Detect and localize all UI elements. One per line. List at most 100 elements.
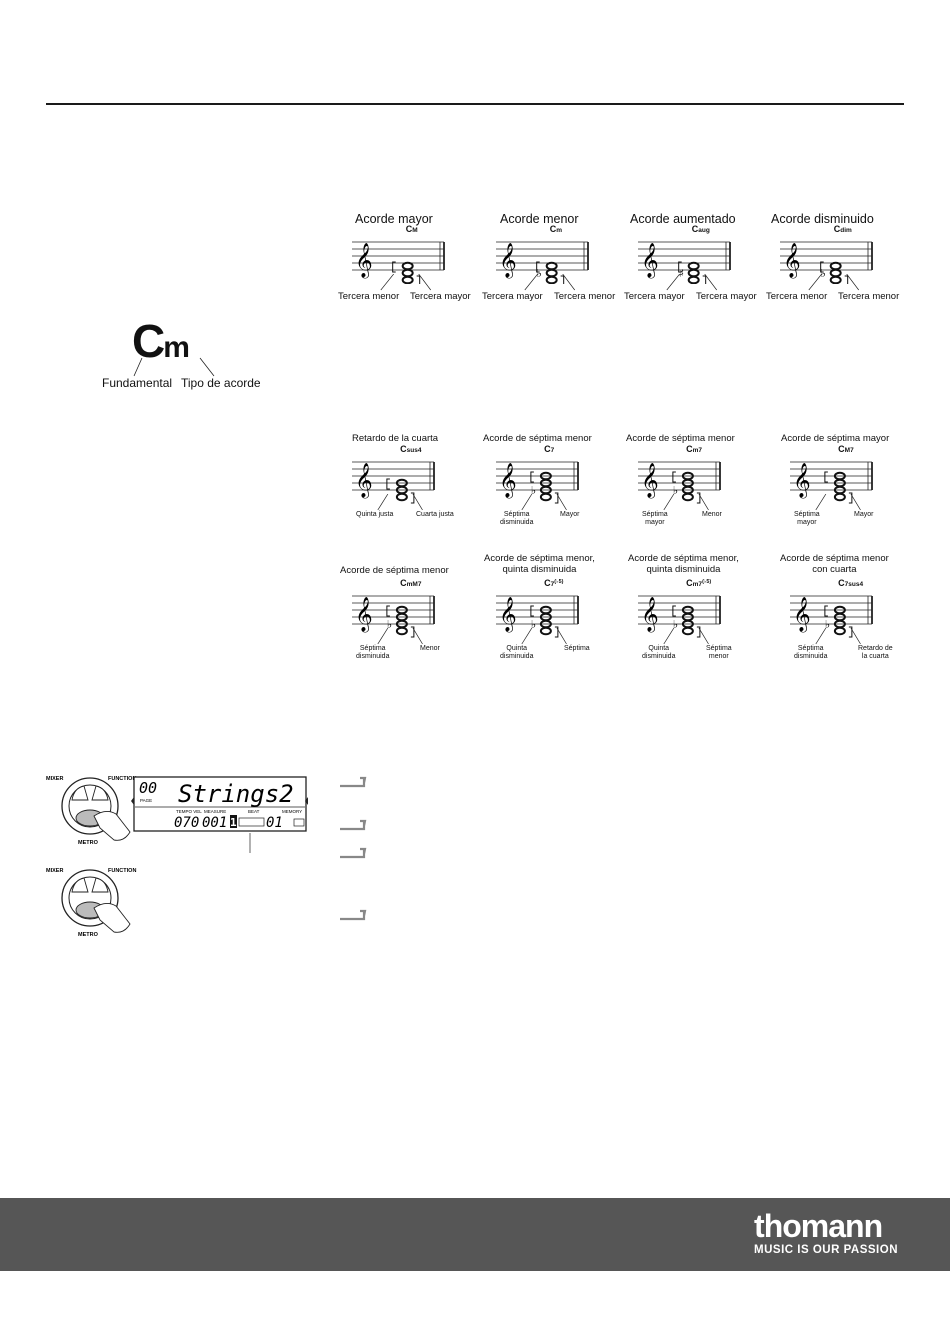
- svg-text:𝄞: 𝄞: [355, 243, 373, 279]
- lcd-measure-label: MEASURE: [204, 809, 226, 814]
- chord-symbol: C7(♭5): [544, 578, 564, 588]
- chord-type-label: Tipo de acorde: [181, 376, 261, 390]
- brand-name: thomann: [754, 1208, 883, 1244]
- thomann-logo: thomann MUSIC IS OUR PASSION: [754, 1210, 898, 1256]
- svg-text:♭: ♭: [821, 267, 826, 280]
- lcd-tempo-value: 070: [174, 815, 199, 831]
- function-label: FUNCTION: [108, 776, 136, 782]
- staff: 𝄞♭: [638, 461, 721, 504]
- metro-label-2: METRO: [78, 932, 99, 938]
- svg-text:𝄞: 𝄞: [499, 243, 517, 279]
- pointer-lines: [377, 628, 423, 645]
- chord-title: Acorde de séptima menor,quinta disminuid…: [628, 553, 739, 575]
- interval-label-left: Tercera mayor: [624, 291, 685, 302]
- svg-text:♭: ♭: [825, 618, 830, 631]
- interval-label-right: Tercera menor: [554, 291, 616, 302]
- chord-symbol: CmM7: [400, 578, 422, 588]
- svg-text:♭: ♭: [673, 484, 678, 497]
- pointer-lines: [380, 274, 431, 291]
- interval-label-right: Cuarta justa: [416, 511, 454, 518]
- interval-label-left: Tercera menor: [338, 291, 400, 302]
- chord-title: Retardo de la cuarta: [352, 433, 439, 444]
- svg-text:𝄞: 𝄞: [499, 597, 517, 633]
- step-arrow-icon: [340, 819, 367, 831]
- svg-text:♭: ♭: [537, 267, 542, 280]
- chord-symbol: Cm: [549, 224, 563, 234]
- interval-label-right: Tercera mayor: [696, 291, 757, 302]
- chord-symbol: Csus4: [400, 444, 422, 454]
- step-arrow-icon: [340, 909, 367, 921]
- svg-text:𝄞: 𝄞: [641, 597, 659, 633]
- staff: 𝄞: [790, 461, 873, 504]
- lcd-tempo-label: TEMPO VEL: [176, 809, 202, 814]
- chord-title: Acorde de séptima mayor: [781, 433, 890, 444]
- pointer-lines: [521, 628, 567, 645]
- lcd-tone-number: 00: [139, 779, 157, 797]
- mixer-label-2: MIXER: [46, 868, 63, 874]
- brand-slogan: MUSIC IS OUR PASSION: [754, 1244, 898, 1256]
- step-arrow-icon: [340, 847, 367, 859]
- chord-symbol: Cdim: [833, 224, 852, 234]
- interval-label-right: Mayor: [560, 511, 580, 518]
- svg-text:♭: ♭: [387, 618, 392, 631]
- svg-text:𝄞: 𝄞: [783, 243, 801, 279]
- chord-symbol: Cm7: [686, 444, 703, 454]
- footer-bar: thomann MUSIC IS OUR PASSION: [0, 1198, 950, 1271]
- pointer-lines: [377, 494, 423, 511]
- staff: 𝄞♭: [496, 241, 589, 284]
- chord-symbol: CM7: [838, 444, 854, 454]
- metro-label: METRO: [78, 840, 99, 846]
- cm-example: Cm: [132, 315, 190, 367]
- interval-label-right: Menor: [702, 511, 722, 518]
- dial-illustration-2: MIXER FUNCTION METRO: [46, 868, 136, 938]
- lcd-beat-value: 1: [230, 816, 237, 829]
- interval-label-left: Quinta justa: [356, 511, 394, 518]
- pointer-lines: [663, 494, 709, 511]
- interval-label-right: Menor: [420, 645, 440, 652]
- staff: 𝄞♯: [638, 241, 731, 284]
- chord-symbol: CM: [405, 224, 418, 234]
- svg-text:𝄞: 𝄞: [641, 463, 659, 499]
- svg-text:𝄞: 𝄞: [499, 463, 517, 499]
- svg-text:♭: ♭: [531, 484, 536, 497]
- svg-text:♯: ♯: [679, 267, 684, 280]
- pointer-lines: [524, 274, 575, 291]
- chord-title: Acorde disminuido: [771, 212, 874, 226]
- mixer-label: MIXER: [46, 776, 63, 782]
- lcd-memory-value: 01: [266, 815, 283, 831]
- staff: 𝄞♭: [780, 241, 873, 284]
- pointer-lines: [808, 274, 859, 291]
- chord-title: Acorde menor: [500, 212, 579, 226]
- lcd-tone-name: Strings2: [178, 780, 294, 808]
- staff: 𝄞: [352, 241, 445, 284]
- pointer-lines: [666, 274, 717, 291]
- lcd-pointer-line: [249, 833, 251, 853]
- lcd-display: 00 PAGE Strings2 TEMPO VEL MEASURE BEAT …: [131, 776, 308, 832]
- svg-text:𝄞: 𝄞: [641, 243, 659, 279]
- interval-label-right: Séptima: [564, 645, 590, 652]
- staff: 𝄞♭: [790, 595, 873, 638]
- chord-title: Acorde mayor: [355, 212, 433, 226]
- interval-label-right: Tercera menor: [838, 291, 900, 302]
- chord-symbol: Cm7(♭5): [686, 578, 712, 588]
- header-rule: [46, 103, 904, 105]
- staff: 𝄞♭: [496, 595, 579, 638]
- interval-label-right: Tercera mayor: [410, 291, 471, 302]
- staff: 𝄞♭: [638, 595, 721, 638]
- dial-illustration-1: MIXER FUNCTION METRO: [46, 776, 136, 846]
- root-label: Fundamental: [102, 376, 173, 390]
- chord-symbol: Caug: [691, 224, 710, 234]
- svg-text:𝄞: 𝄞: [355, 463, 373, 499]
- lcd-beat-label: BEAT: [248, 809, 260, 814]
- lcd-memory-label: MEMORY: [282, 809, 302, 814]
- step-arrow-icon: [340, 776, 367, 788]
- staff: 𝄞♭: [352, 595, 435, 638]
- pointer-lines: [815, 628, 861, 645]
- function-label-2: FUNCTION: [108, 868, 136, 874]
